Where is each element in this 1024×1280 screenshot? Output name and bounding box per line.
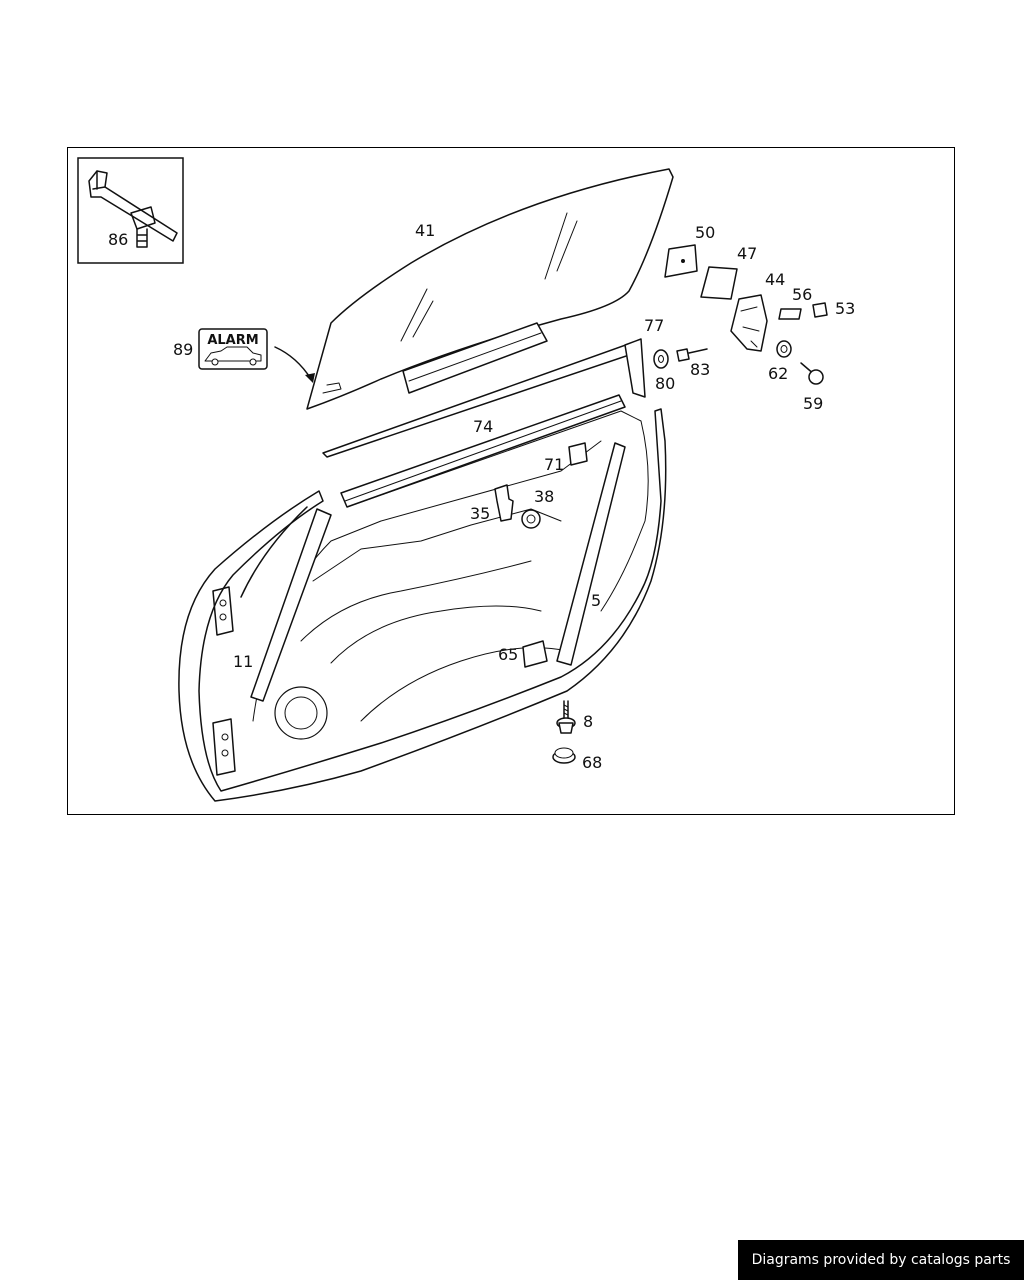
part-labels: 41 50 47 44 56 53 77 80 83 62 59 86 89 7… [108, 221, 855, 772]
part-label-11: 11 [233, 652, 253, 671]
part-label-5: 5 [591, 591, 601, 610]
lifter-bracket-44 [730, 294, 768, 352]
part-label-56: 56 [792, 285, 812, 304]
diagram-canvas: ALARM [77, 157, 855, 802]
part-label-59: 59 [803, 394, 823, 413]
part-label-80: 80 [655, 374, 675, 393]
bolt-59 [800, 362, 824, 385]
part-label-44: 44 [765, 270, 785, 289]
plug-68 [552, 747, 576, 764]
alarm-badge-text: ALARM [207, 333, 258, 348]
part-label-35: 35 [470, 504, 490, 523]
guide-rail-11 [240, 506, 332, 702]
part-label-68: 68 [582, 753, 602, 772]
part-label-47: 47 [737, 244, 757, 263]
pad-47 [700, 266, 738, 300]
screw-83 [676, 348, 708, 362]
clip-71 [568, 442, 588, 466]
pad-65 [522, 640, 548, 668]
part-label-83: 83 [690, 360, 710, 379]
part-label-41: 41 [415, 221, 435, 240]
part-label-50: 50 [695, 223, 715, 242]
part-label-53: 53 [835, 299, 855, 318]
bolt-8 [556, 700, 576, 734]
clip-35 [494, 484, 514, 522]
washer-80 [653, 349, 669, 369]
part-label-86: 86 [108, 230, 128, 249]
part-label-77: 77 [644, 316, 664, 335]
part-label-89: 89 [173, 340, 193, 359]
part-label-71: 71 [544, 455, 564, 474]
part-label-38: 38 [534, 487, 554, 506]
inset-box-clip-86 [77, 157, 184, 264]
nut-38 [521, 509, 541, 529]
footer-credit-banner: Diagrams provided by catalogs parts [738, 1240, 1024, 1280]
bracket-50 [664, 244, 698, 278]
part-label-74: 74 [473, 417, 493, 436]
parts-diagram: ALARM [67, 147, 955, 815]
part-label-62: 62 [768, 364, 788, 383]
window-glass-41 [306, 168, 674, 410]
outer-belt-strip [322, 338, 646, 458]
inner-belt-strip-74 [340, 394, 626, 508]
part-label-8: 8 [583, 712, 593, 731]
nut-53 [812, 302, 828, 318]
washer-62 [776, 340, 792, 358]
alarm-badge-89: ALARM [198, 328, 315, 383]
part-label-65: 65 [498, 645, 518, 664]
clip-56 [778, 308, 802, 320]
guide-rail-5 [556, 442, 626, 666]
